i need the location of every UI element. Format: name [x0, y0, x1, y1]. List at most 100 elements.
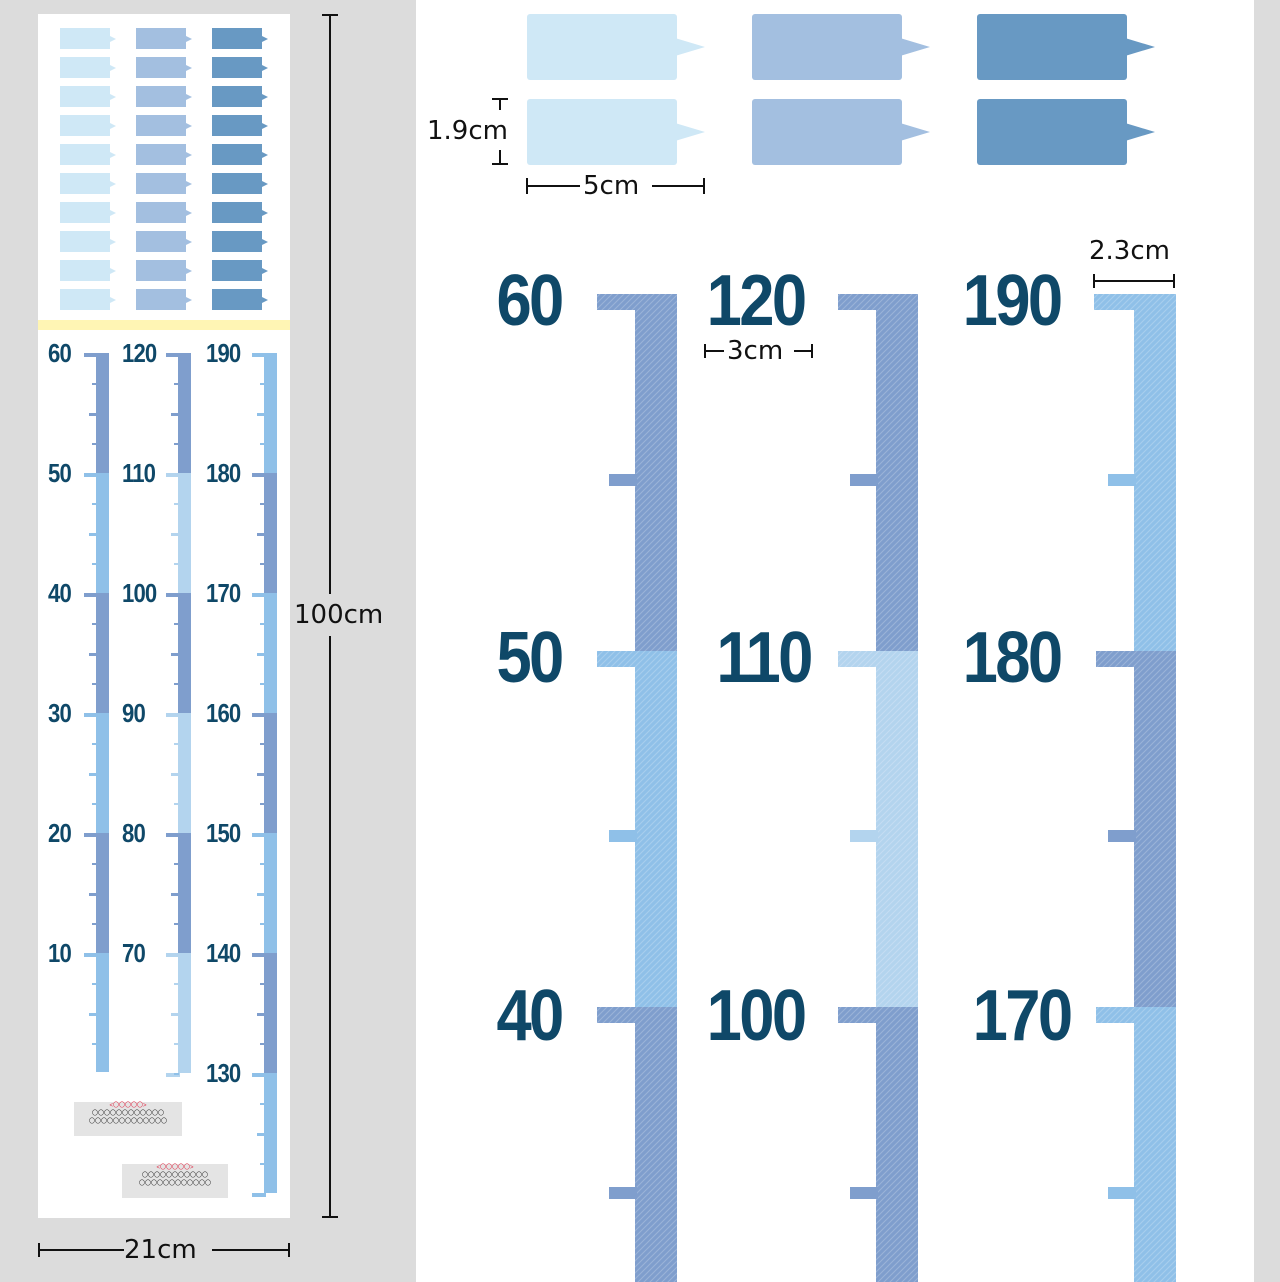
small-fine-tick: [174, 713, 179, 715]
small-fine-tick: [92, 953, 97, 955]
small-major-tick: [166, 473, 180, 477]
small-fine-tick: [92, 923, 97, 925]
small-fine-tick: [92, 383, 97, 385]
minor-tick: [609, 830, 637, 842]
small-fine-tick: [260, 863, 265, 865]
small-fine-tick: [260, 473, 265, 475]
label-height-dim-line-top: [499, 98, 501, 110]
small-label-tab: [212, 289, 262, 310]
small-scale-number: 100: [122, 578, 157, 608]
small-fine-tick: [92, 563, 97, 565]
small-label-tab-arrow: [262, 94, 268, 100]
small-fine-tick: [92, 1043, 97, 1045]
scale-number-40: 40: [496, 976, 564, 1056]
small-fine-tick: [92, 593, 97, 595]
small-label-tab-arrow: [186, 239, 192, 245]
small-ruler-segment: [178, 473, 191, 593]
small-fine-tick: [92, 683, 97, 685]
small-label-tab-arrow: [186, 123, 192, 129]
small-label-tab-arrow: [262, 210, 268, 216]
small-label-tab-arrow: [186, 152, 192, 158]
small-fine-tick: [260, 593, 265, 595]
small-fine-tick: [174, 863, 179, 865]
small-fine-tick: [260, 1103, 265, 1105]
small-fine-tick: [260, 773, 265, 775]
small-fine-tick: [92, 713, 97, 715]
scale-number-50: 50: [496, 618, 564, 698]
small-ruler-segment: [178, 593, 191, 713]
small-fine-tick: [92, 623, 97, 625]
small-fine-tick: [260, 623, 265, 625]
sheet-note-1: <〇〇〇〇〇>〇〇〇〇〇〇〇〇〇〇〇〇〇〇〇〇〇〇〇〇〇〇〇〇〇: [74, 1102, 182, 1136]
small-fine-tick: [174, 653, 179, 655]
label-width-dim-right-cap: [703, 178, 705, 194]
width-dim-line-right: [212, 1249, 290, 1251]
small-fine-tick: [174, 473, 179, 475]
minor-tick: [609, 1187, 637, 1199]
small-label-tab: [136, 202, 186, 223]
small-fine-tick: [260, 833, 265, 835]
small-ruler-segment: [96, 833, 109, 953]
small-scale-number: 160: [206, 698, 241, 728]
small-fine-tick: [174, 893, 179, 895]
small-label-tab: [60, 28, 110, 49]
small-major-tick: [84, 593, 98, 597]
small-label-tab-arrow: [262, 181, 268, 187]
ruler-bar: [597, 294, 677, 1282]
small-fine-tick: [260, 923, 265, 925]
minor-tick: [1108, 1187, 1136, 1199]
small-fine-tick: [260, 893, 265, 895]
right-edge: [1254, 0, 1280, 1282]
small-fine-tick: [92, 1013, 97, 1015]
small-fine-tick: [174, 1073, 179, 1075]
small-ruler-segment: [178, 353, 191, 473]
ruler-bar: [838, 294, 918, 1282]
label-height-label: 1.9cm: [427, 116, 508, 146]
label-width-label: 5cm: [583, 171, 640, 201]
small-major-tick: [166, 833, 180, 837]
small-major-tick: [166, 593, 180, 597]
small-label-tab-arrow: [110, 94, 116, 100]
small-label-tab: [60, 57, 110, 78]
scale-number-60: 60: [496, 261, 564, 341]
ruler-bar: [1094, 294, 1176, 1282]
height-dim-line-top: [329, 14, 331, 594]
small-fine-tick: [260, 443, 265, 445]
small-label-tab: [212, 144, 262, 165]
small-fine-tick: [174, 533, 179, 535]
small-label-tab-arrow: [110, 210, 116, 216]
small-ruler-segment: [96, 353, 109, 473]
small-fine-tick: [92, 863, 97, 865]
small-ruler-segment: [96, 473, 109, 593]
small-major-tick: [84, 953, 98, 957]
small-label-tab-arrow: [110, 268, 116, 274]
small-fine-tick: [260, 953, 265, 955]
small-label-tab-arrow: [110, 36, 116, 42]
right-panel: [416, 0, 1254, 1282]
small-ruler-segment: [264, 1073, 277, 1193]
small-label-tab: [136, 289, 186, 310]
small-label-tab: [60, 289, 110, 310]
small-major-tick: [166, 713, 180, 717]
small-label-tab: [212, 86, 262, 107]
small-fine-tick: [92, 743, 97, 745]
small-fine-tick: [174, 1013, 179, 1015]
minor-tick: [1108, 830, 1136, 842]
small-fine-tick: [92, 803, 97, 805]
small-major-tick: [84, 833, 98, 837]
small-label-tab: [136, 144, 186, 165]
small-ruler-segment: [264, 593, 277, 713]
label-width-dim-line-left: [526, 185, 580, 187]
label-height-dim-bottom-cap: [492, 163, 508, 165]
small-ruler-segment: [178, 833, 191, 953]
small-label-tab-arrow: [186, 65, 192, 71]
small-fine-tick: [92, 773, 97, 775]
small-major-tick: [252, 1193, 266, 1197]
small-label-tab-arrow: [186, 94, 192, 100]
small-fine-tick: [174, 683, 179, 685]
small-ruler-segment: [264, 473, 277, 593]
small-ruler-segment: [96, 593, 109, 713]
small-label-tab-arrow: [262, 152, 268, 158]
small-fine-tick: [260, 683, 265, 685]
small-scale-number: 120: [122, 338, 157, 368]
